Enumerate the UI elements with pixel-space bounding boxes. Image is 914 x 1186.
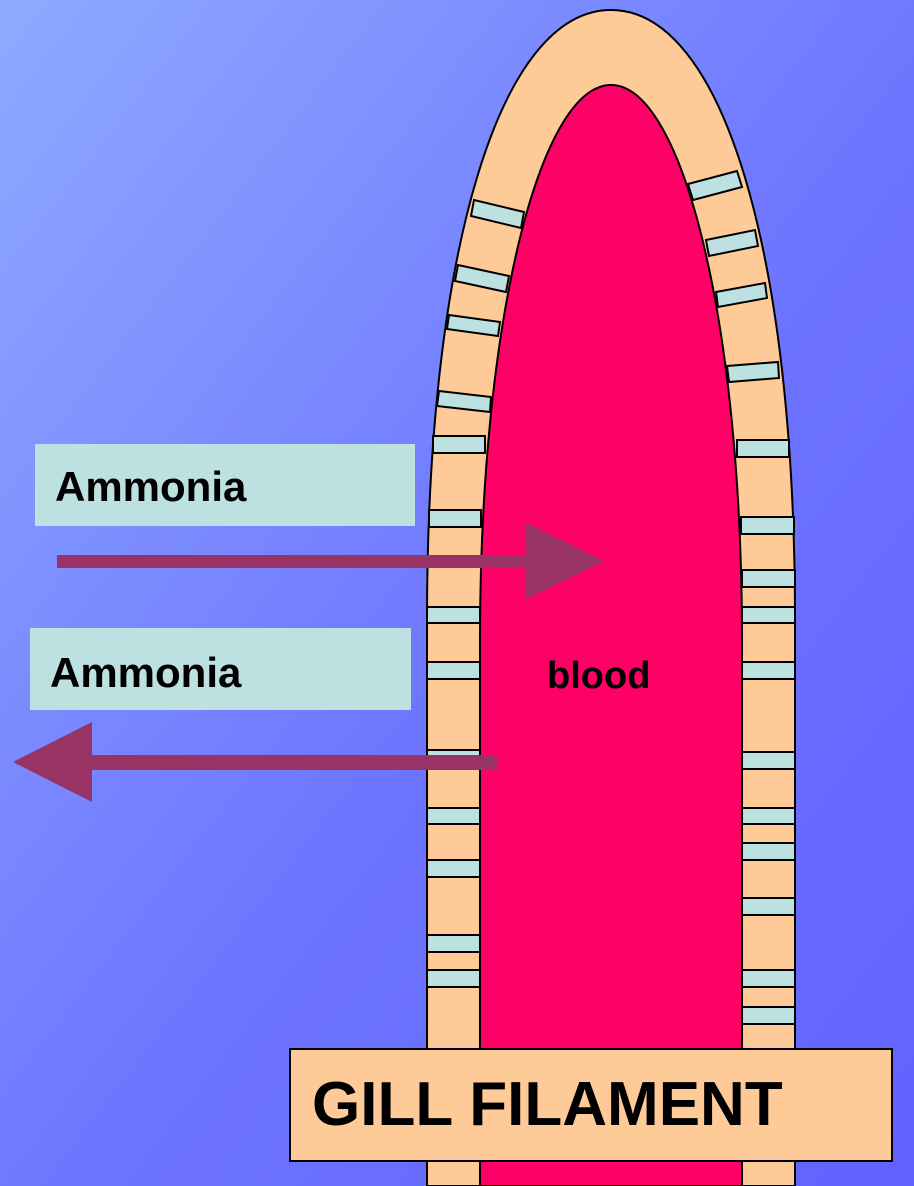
blood-label: blood	[547, 654, 650, 698]
channel	[427, 860, 480, 877]
ammonia-label-in: Ammonia	[55, 462, 246, 512]
channel	[427, 662, 480, 679]
channel	[427, 808, 480, 824]
channel	[427, 607, 480, 623]
arrow-right-shaft	[57, 555, 527, 568]
channel	[742, 843, 795, 860]
channel	[742, 662, 795, 679]
channel	[742, 607, 795, 623]
channel	[742, 970, 795, 987]
channel	[433, 436, 485, 453]
channel	[427, 970, 480, 987]
channel	[737, 440, 789, 457]
diagram-title: GILL FILAMENT	[312, 1069, 783, 1141]
channel	[742, 898, 795, 915]
ammonia-label-out: Ammonia	[50, 648, 241, 698]
channel	[742, 1007, 795, 1024]
channel	[742, 752, 795, 769]
channel	[727, 362, 779, 382]
channel	[742, 808, 795, 824]
blood-vessel	[480, 85, 742, 1186]
channel	[741, 517, 794, 534]
channel	[427, 935, 480, 952]
channel	[429, 510, 481, 527]
arrow-left-shaft	[90, 755, 497, 770]
channel	[742, 570, 795, 587]
